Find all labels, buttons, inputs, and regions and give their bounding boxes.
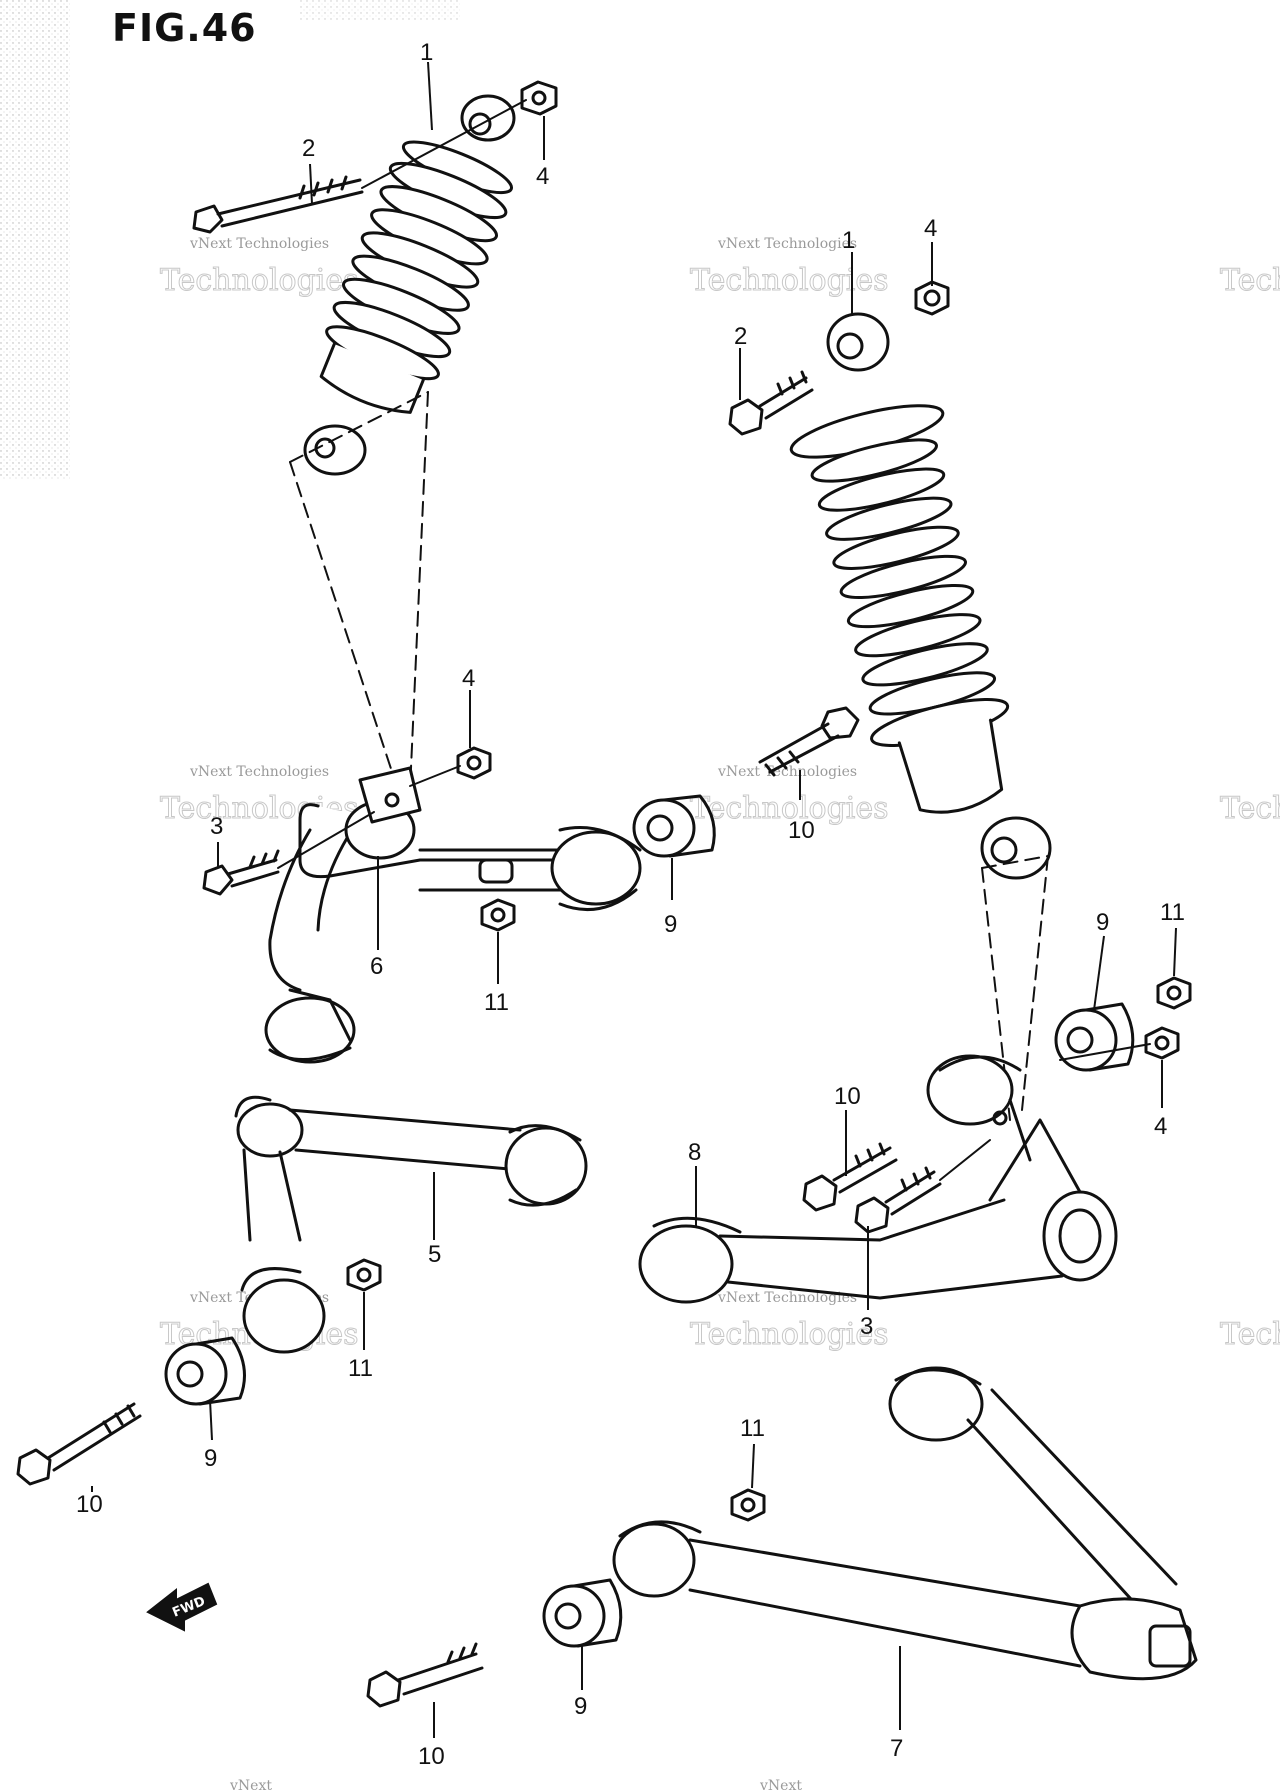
right-nut-11-upper <box>1156 976 1192 1010</box>
callout-5: 5 <box>428 1241 441 1268</box>
left-bushing-9-center <box>632 794 716 858</box>
left-bolt-2 <box>192 175 364 234</box>
left-lower-arm-5 <box>234 1095 588 1354</box>
svg-text:vNext Technologies: vNext Technologies <box>717 764 857 780</box>
callout-10-left-lower: 10 <box>76 1491 103 1518</box>
watermark-4: vNext Technologies Technologies <box>690 764 890 827</box>
watermarks: vNext Technologies Technologies vNext Te… <box>160 236 1280 1353</box>
right-bushing-9-upper <box>1054 1002 1135 1072</box>
callout-9-right: 9 <box>1096 909 1109 936</box>
svg-text:Technologies: Technologies <box>1220 1317 1280 1352</box>
callout-11-bottom: 11 <box>740 1415 765 1442</box>
fwd-arrow: FWD <box>146 1582 218 1632</box>
callouts: 1 1 2 2 3 3 4 4 4 4 5 6 7 8 9 9 9 9 10 1… <box>76 39 1185 1770</box>
right-upper-arm-8 <box>638 1054 1118 1304</box>
left-nut-11-center <box>480 898 516 932</box>
bottom-nut-11 <box>730 1488 766 1522</box>
callout-9-bottom: 9 <box>574 1693 587 1720</box>
callout-7: 7 <box>890 1735 903 1762</box>
right-bolt-3 <box>854 1139 991 1234</box>
svg-text:vNext Technologies: vNext Technologies <box>717 1290 857 1306</box>
callout-11-left-lower: 11 <box>348 1355 373 1382</box>
callout-11-right: 11 <box>1160 899 1185 926</box>
watermark-3: vNext Technologies Technologies <box>160 764 360 827</box>
left-bolt-3-upper <box>202 811 375 896</box>
left-nut-4-middle <box>409 746 492 787</box>
svg-text:Technologies: Technologies <box>690 263 889 298</box>
left-bolt-10-center <box>758 706 860 777</box>
left-shock-absorber <box>303 94 516 476</box>
watermark-6: vNext Technologies Technologies <box>690 1290 890 1353</box>
right-nut-4-lower <box>1144 1026 1180 1060</box>
callout-8: 8 <box>688 1139 701 1166</box>
callout-4-middle-left: 4 <box>462 665 475 692</box>
callout-3-left: 3 <box>210 813 223 840</box>
left-bushing-9-lower <box>164 1336 246 1406</box>
svg-text:Technologies: Technologies <box>690 791 889 826</box>
leader-lines <box>91 61 1177 1738</box>
svg-text:Technologies: Technologies <box>1220 791 1280 826</box>
svg-text:vNext Technologies: vNext Technologies <box>189 236 329 252</box>
callout-9-left-lower: 9 <box>204 1445 217 1472</box>
bottom-bolt-10 <box>366 1642 484 1708</box>
callout-10-center: 10 <box>788 817 815 844</box>
callout-10-bottom: 10 <box>418 1743 445 1770</box>
svg-text:vNext: vNext <box>229 1778 272 1792</box>
bottom-bushing-9 <box>542 1578 623 1648</box>
left-nut-4-top <box>520 80 558 116</box>
callout-4-top-left: 4 <box>536 163 549 190</box>
svg-text:vNext Technologies: vNext Technologies <box>189 764 329 780</box>
left-nut-11-lower <box>346 1258 382 1292</box>
svg-text:vNext Technologies: vNext Technologies <box>717 236 857 252</box>
callout-6: 6 <box>370 953 383 980</box>
right-nut-4-top <box>914 280 950 316</box>
svg-text:vNext: vNext <box>759 1778 802 1792</box>
right-bolt-10 <box>802 1142 898 1212</box>
right-shock-absorber <box>789 312 1052 880</box>
watermark-bottom-fragments: vNext vNext <box>229 1778 802 1792</box>
scan-noise-top <box>300 0 460 20</box>
callout-1-right: 1 <box>842 227 855 254</box>
callout-4-top-right: 4 <box>924 215 937 242</box>
right-bolt-2 <box>728 370 814 436</box>
right-lower-arm-7 <box>612 1366 1198 1681</box>
callout-9-center: 9 <box>664 911 677 938</box>
callout-4-right-lower: 4 <box>1154 1113 1167 1140</box>
left-upper-arm-6 <box>264 766 642 1064</box>
callout-2-left: 2 <box>302 135 315 162</box>
callout-11-center: 11 <box>484 989 509 1016</box>
callout-1-left: 1 <box>420 39 433 66</box>
callout-2-right: 2 <box>734 323 747 350</box>
scan-noise <box>0 0 70 480</box>
callout-3-right: 3 <box>860 1313 873 1340</box>
figure-title: FIG.46 <box>112 6 257 50</box>
left-bolt-10-lower <box>16 1402 142 1486</box>
svg-text:Technologies: Technologies <box>1220 263 1280 298</box>
left-shock-guide-lines <box>289 391 429 791</box>
watermark-2: vNext Technologies Technologies <box>690 236 890 299</box>
svg-text:Technologies: Technologies <box>160 263 359 298</box>
watermark-1: vNext Technologies Technologies <box>160 236 360 299</box>
callout-10-right: 10 <box>834 1083 861 1110</box>
svg-text:Technologies: Technologies <box>690 1317 889 1352</box>
watermark-edge-right: Technologies Technologies Technologies <box>1220 263 1280 1353</box>
